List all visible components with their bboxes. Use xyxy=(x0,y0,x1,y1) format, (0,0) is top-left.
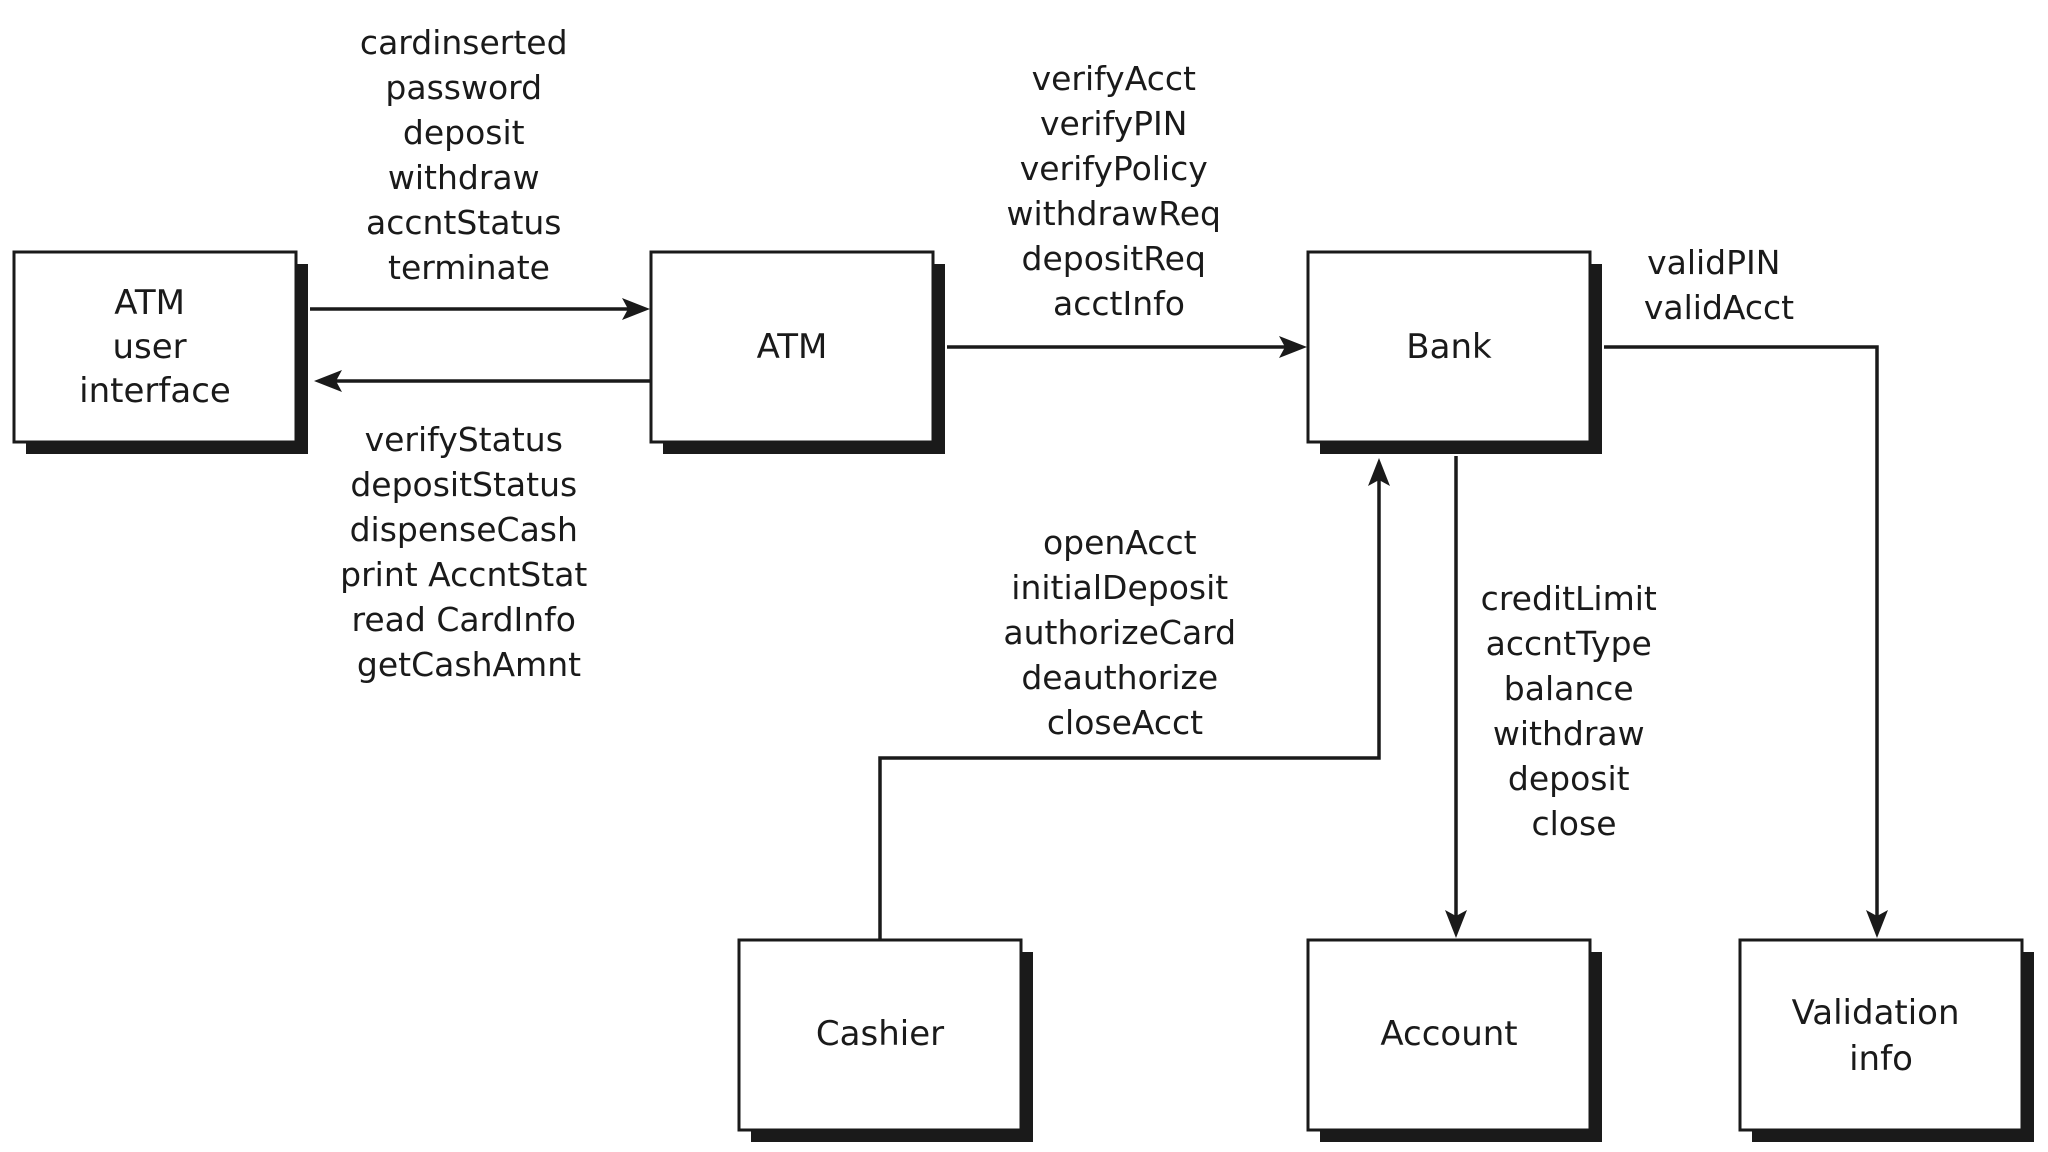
validation-label-line: info xyxy=(1849,1039,1913,1079)
message: creditLimit xyxy=(1481,579,1657,618)
svg-text:ATM: ATM xyxy=(757,327,828,367)
connector-atm-to-ui xyxy=(314,370,651,392)
connector-atm-to-bank xyxy=(947,336,1307,358)
message: depositStatus xyxy=(350,465,577,504)
atm-label: ATM xyxy=(757,327,828,367)
svg-text:Bank: Bank xyxy=(1406,327,1492,367)
message: accntStatus xyxy=(366,203,562,242)
message: accntType xyxy=(1486,624,1652,663)
message: openAcct xyxy=(1043,523,1197,562)
message: validPIN xyxy=(1647,243,1780,282)
message: authorizeCard xyxy=(1003,613,1236,652)
account-label: Account xyxy=(1380,1014,1517,1054)
bank-box: Bank xyxy=(1306,250,1602,454)
svg-text:Validation info: Validation info xyxy=(1792,993,1971,1079)
message: cardinserted xyxy=(360,23,568,62)
account-box: Account xyxy=(1306,938,1602,1142)
message: initialDeposit xyxy=(1011,568,1228,607)
svg-text:Cashier: Cashier xyxy=(816,1014,944,1054)
messages-bank-to-validation: validPIN validAcct xyxy=(1644,243,1794,327)
message: closeAcct xyxy=(1047,703,1203,742)
message: print AccntStat xyxy=(340,555,587,594)
message: deposit xyxy=(1508,759,1630,798)
message: password xyxy=(385,68,542,107)
connector-ui-to-atm xyxy=(310,298,650,320)
message: withdrawReq xyxy=(1007,194,1221,233)
atm-ui-box: ATM user interface xyxy=(12,250,308,454)
messages-cashier-to-bank: openAcct initialDeposit authorizeCard de… xyxy=(1003,523,1246,742)
connector-bank-to-validation xyxy=(1604,345,1888,938)
message: verifyAcct xyxy=(1032,59,1196,98)
connector-cashier-to-bank xyxy=(878,458,1390,940)
message: read CardInfo xyxy=(352,600,576,639)
message: getCashAmnt xyxy=(357,645,581,684)
message: withdraw xyxy=(388,158,540,197)
message: close xyxy=(1532,804,1617,843)
messages-bank-to-account: creditLimit accntType balance withdraw d… xyxy=(1481,579,1668,843)
atm-box: ATM xyxy=(649,250,945,454)
messages-atm-to-ui: verifyStatus depositStatus dispenseCash … xyxy=(340,420,598,684)
atm-ui-label-line: ATM xyxy=(114,283,185,323)
message: dispenseCash xyxy=(350,510,578,549)
atm-ui-label-line: interface xyxy=(79,371,231,411)
message: verifyPolicy xyxy=(1020,149,1208,188)
message: terminate xyxy=(388,248,550,287)
validation-label-line: Validation xyxy=(1792,993,1960,1033)
message: validAcct xyxy=(1644,288,1794,327)
message: withdraw xyxy=(1493,714,1645,753)
cashier-box: Cashier xyxy=(737,938,1033,1142)
cashier-label: Cashier xyxy=(816,1014,944,1054)
connector-bank-to-account xyxy=(1445,456,1467,938)
message: verifyPIN xyxy=(1040,104,1187,143)
message: deposit xyxy=(403,113,525,152)
message: balance xyxy=(1504,669,1634,708)
message: verifyStatus xyxy=(365,420,563,459)
validation-info-box: Validation info xyxy=(1738,938,2034,1142)
messages-ui-to-atm: cardinserted password deposit withdraw a… xyxy=(360,23,578,287)
messages-atm-to-bank: verifyAcct verifyPIN verifyPolicy withdr… xyxy=(1007,59,1232,323)
message: depositReq xyxy=(1022,239,1206,278)
message: acctInfo xyxy=(1053,284,1185,323)
bank-label: Bank xyxy=(1406,327,1492,367)
svg-text:ATM user interface: ATM user interface xyxy=(79,283,231,411)
message: deauthorize xyxy=(1021,658,1218,697)
svg-text:Account: Account xyxy=(1380,1014,1517,1054)
atm-ui-label-line: user xyxy=(113,327,187,367)
